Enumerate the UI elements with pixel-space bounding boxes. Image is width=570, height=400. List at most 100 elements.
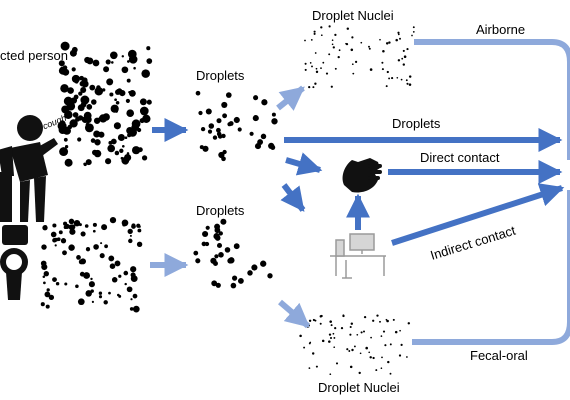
droplet-nuclei-cloud-top-particle — [412, 26, 415, 29]
droplets-cluster-top-particle — [221, 101, 228, 108]
cough-droplet-cloud-particle — [126, 60, 130, 63]
droplets-cluster-top-particle — [249, 131, 254, 136]
droplet-nuclei-cloud-bottom-particle — [369, 356, 372, 359]
droplet-nuclei-cloud-top-particle — [315, 70, 319, 74]
fecal-droplet-cloud-particle — [53, 237, 58, 242]
fecal-droplet-cloud-particle — [126, 286, 133, 293]
cough-droplet-cloud-particle — [110, 104, 119, 113]
droplet-nuclei-cloud-top-particle — [334, 33, 337, 37]
droplet-nuclei-cloud-top-particle — [352, 72, 355, 75]
droplets-to-nuclei-bottom-arrow — [278, 299, 310, 329]
droplet-nuclei-cloud-bottom-particle — [382, 330, 386, 333]
fecal-droplet-cloud-particle — [124, 282, 127, 286]
fecal-droplet-cloud-particle — [68, 218, 75, 225]
fecal-oral-label: Fecal-oral — [470, 348, 528, 363]
fecal-droplet-cloud-particle — [58, 230, 63, 235]
droplet-nuclei-cloud-bottom-particle — [320, 314, 323, 318]
cough-droplet-cloud-particle — [67, 87, 74, 94]
cough-droplet-cloud-particle — [131, 123, 140, 132]
droplet-nuclei-cloud-bottom-particle — [348, 350, 351, 352]
droplet-nuclei-cloud-top-particle — [311, 65, 313, 68]
cough-droplet-cloud-particle — [81, 77, 88, 84]
droplet-nuclei-cloud-bottom-particle — [328, 340, 331, 343]
droplet-nuclei-cloud-top-particle — [403, 55, 407, 58]
fecal-droplet-cloud-particle — [129, 307, 134, 311]
cough-droplet-cloud-particle — [111, 61, 114, 64]
fecal-droplet-cloud-particle — [100, 242, 103, 245]
droplet-nuclei-cloud-bottom-particle — [312, 318, 315, 322]
fecal-droplet-cloud-particle — [114, 260, 121, 267]
droplet-nuclei-cloud-bottom-particle — [299, 334, 302, 338]
droplet-nuclei-cloud-top-particle — [369, 68, 373, 71]
cough-droplet-cloud-particle — [102, 88, 106, 92]
droplet-nuclei-cloud-top-particle — [350, 48, 354, 52]
droplet-nuclei-cloud-bottom-particle — [330, 324, 333, 327]
fecal-droplet-cloud-particle — [90, 289, 94, 293]
droplets-cluster-top-particle — [208, 123, 215, 129]
droplet-nuclei-cloud-bottom-particle — [389, 343, 392, 346]
fecal-droplet-cloud-particle — [130, 272, 136, 278]
cough-droplet-cloud-particle — [126, 126, 134, 135]
droplet-nuclei-cloud-top-particle — [345, 42, 347, 45]
droplet-nuclei-cloud-top-particle — [411, 34, 413, 37]
fecal-droplet-cloud-particle — [41, 244, 47, 250]
droplet-nuclei-cloud-bottom-particle — [315, 365, 318, 368]
droplet-nuclei-cloud-bottom-particle — [340, 326, 344, 330]
droplets-to-desk-arrow — [280, 183, 306, 212]
cough-droplet-cloud-particle — [119, 148, 124, 153]
cough-droplet-cloud-particle — [61, 105, 70, 114]
droplet-nuclei-cloud-bottom-particle — [349, 333, 352, 336]
coughing-person-icon — [0, 115, 58, 222]
droplets-label-top: Droplets — [196, 68, 245, 83]
droplet-nuclei-cloud-bottom-particle — [311, 352, 315, 355]
droplets-cluster-bottom-particle — [214, 254, 219, 259]
cough-droplet-cloud-particle — [95, 131, 101, 137]
droplet-nuclei-cloud-top-particle — [312, 86, 315, 89]
droplets-cluster-top-particle — [200, 126, 206, 132]
droplets-cluster-bottom-particle — [195, 258, 201, 264]
cough-droplet-cloud-particle — [120, 156, 124, 160]
droplet-nuclei-cloud-bottom-particle — [351, 348, 354, 352]
droplet-nuclei-cloud-top-particle — [400, 78, 403, 81]
fecal-droplet-cloud-particle — [130, 266, 137, 273]
cough-droplet-cloud-particle — [94, 139, 101, 146]
droplet-nuclei-cloud-bottom-particle — [349, 325, 352, 329]
droplets-cluster-bottom-particle — [224, 247, 231, 253]
droplet-nuclei-cloud-bottom-particle — [379, 320, 381, 323]
toilet-icon — [0, 225, 28, 300]
droplets-cluster-bottom-particle — [214, 227, 221, 234]
fecal-droplet-cloud-particle — [54, 244, 57, 247]
droplet-nuclei-cloud-bottom-particle — [368, 351, 371, 354]
cough-droplet-cloud-particle — [146, 46, 151, 51]
cough-droplet-cloud-particle — [136, 127, 142, 133]
cough-droplet-cloud-particle — [121, 144, 125, 148]
droplets-route-label: Droplets — [392, 116, 441, 131]
fecal-droplet-cloud-particle — [137, 228, 142, 233]
fecal-droplet-cloud-particle — [70, 224, 76, 230]
fecal-droplet-cloud-particle — [108, 255, 115, 262]
cough-droplet-cloud-particle — [128, 89, 136, 97]
droplet-nuclei-cloud-bottom-particle — [356, 333, 359, 336]
droplets-cluster-top-particle — [225, 92, 232, 98]
fecal-droplet-cloud-particle — [88, 281, 95, 288]
cough-droplet-cloud-particle — [91, 99, 97, 105]
cough-droplet-cloud-particle — [127, 133, 132, 138]
droplet-nuclei-cloud-bottom-particle — [389, 372, 392, 375]
cough-droplet-cloud-particle — [102, 113, 110, 121]
cough-droplet-cloud-particle — [69, 119, 78, 128]
cough-droplet-cloud-particle — [110, 51, 118, 60]
droplet-nuclei-cloud-bottom-particle — [308, 342, 311, 345]
droplets-cluster-bottom — [193, 218, 273, 289]
cough-droplet-cloud-particle — [139, 106, 149, 116]
fecal-droplet-cloud-particle — [69, 228, 76, 235]
droplet-nuclei-cloud-top-particle — [402, 63, 405, 66]
fecal-droplet-cloud — [40, 216, 143, 313]
cough-droplet-cloud-particle — [94, 87, 104, 96]
droplet-nuclei-cloud-bottom-particle — [303, 346, 306, 349]
droplet-nuclei-cloud-top-particle — [328, 25, 331, 28]
fecal-droplet-cloud-particle — [52, 223, 57, 228]
fecal-droplet-cloud-particle — [128, 238, 133, 244]
droplet-nuclei-cloud-top-particle — [388, 41, 391, 44]
fecal-droplet-cloud-particle — [43, 281, 46, 285]
droplets-cluster-bottom-particle — [201, 241, 207, 247]
